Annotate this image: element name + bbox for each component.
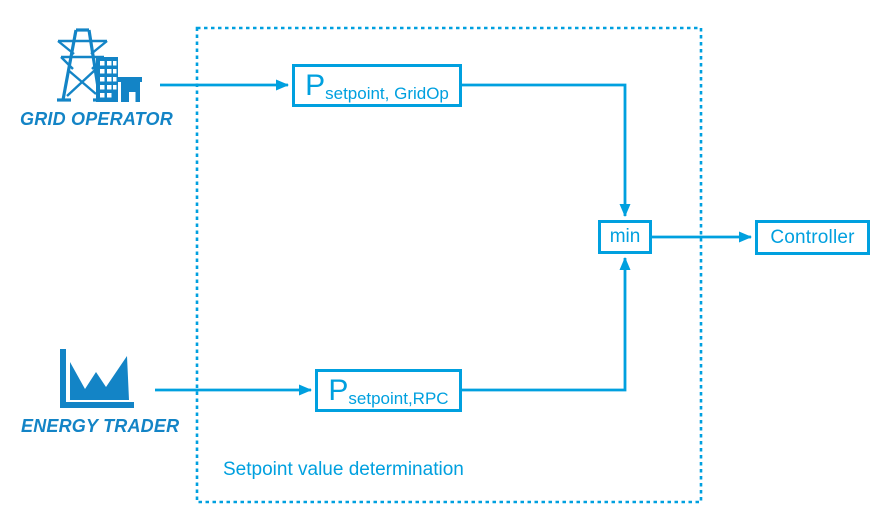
area-chart-icon	[60, 349, 134, 408]
psetpoint-rpc-subscript: setpoint,RPC	[348, 388, 449, 408]
setpoint-determination-title: Setpoint value determination	[223, 459, 464, 480]
arrow-psetpoint-rpc-to-min	[462, 257, 631, 392]
min-block: min	[598, 220, 652, 254]
psetpoint-gridop-subscript: setpoint, GridOp	[325, 83, 449, 103]
energy-trader-label: ENERGY TRADER	[21, 416, 180, 436]
setpoint-determination-dashed-box	[195, 26, 703, 504]
psetpoint-rpc-symbol: P	[328, 373, 349, 407]
arrow-psetpoint-gridop-to-min	[462, 83, 631, 217]
psetpoint-gridop-symbol: P	[305, 68, 326, 102]
grid-operator-label: GRID OPERATOR	[20, 109, 173, 129]
transmission-tower-building-icon	[57, 28, 142, 102]
controller-block: Controller	[755, 220, 870, 255]
